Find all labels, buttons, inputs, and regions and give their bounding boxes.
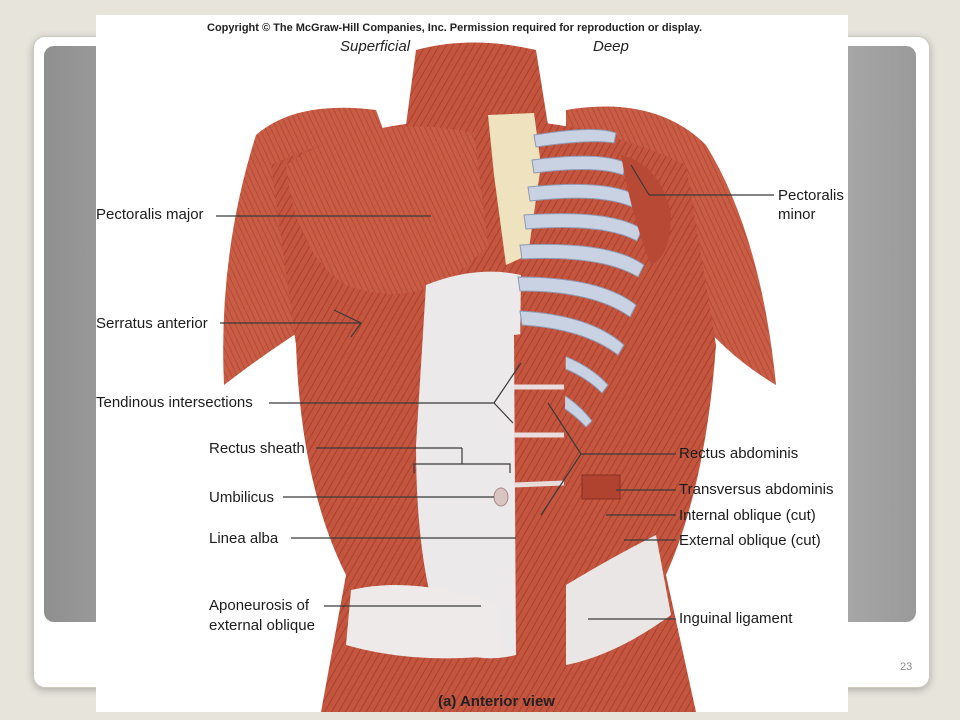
slide-number: 23 <box>900 661 913 673</box>
label-aponeurosis-line1: Aponeurosis of <box>209 597 310 614</box>
label-transversus-abdominis: Transversus abdominis <box>679 481 834 498</box>
label-rectus-abdominis: Rectus abdominis <box>679 445 799 462</box>
label-pectoralis-minor-line1: Pectoralis <box>778 187 844 204</box>
aponeurosis-region <box>416 271 521 659</box>
torso-illustration <box>216 42 776 712</box>
leader-lines <box>216 164 774 620</box>
label-aponeurosis-line2: external oblique <box>209 617 315 634</box>
label-inguinal-ligament: Inguinal ligament <box>679 610 793 627</box>
label-external-oblique: External oblique (cut) <box>679 532 821 549</box>
label-pectoralis-minor-line2: minor <box>778 206 816 223</box>
label-rectus-sheath: Rectus sheath <box>209 440 305 457</box>
anatomy-figure: Copyright © The McGraw-Hill Companies, I… <box>96 15 848 712</box>
figure-caption: (a) Anterior view <box>438 693 555 710</box>
label-tendinous-intersections: Tendinous intersections <box>96 394 253 411</box>
copyright-notice: Copyright © The McGraw-Hill Companies, I… <box>207 22 703 34</box>
deep-heading: Deep <box>593 38 629 55</box>
label-internal-oblique: Internal oblique (cut) <box>679 507 816 524</box>
aponeurosis-lower <box>346 585 501 659</box>
superficial-heading: Superficial <box>340 38 411 55</box>
right-aponeurosis <box>566 535 671 665</box>
label-pectoralis-major: Pectoralis major <box>96 206 204 223</box>
pectoralis-major-shape <box>286 126 488 294</box>
tendinous-intersection-lines <box>513 384 565 488</box>
pectoralis-minor-shape <box>621 155 671 265</box>
transversus-patch <box>581 474 621 500</box>
umbilicus-shape <box>493 487 509 507</box>
label-linea-alba: Linea alba <box>209 530 279 547</box>
rectus-abdominis-shape <box>514 333 566 660</box>
label-umbilicus: Umbilicus <box>209 489 275 506</box>
label-serratus-anterior: Serratus anterior <box>96 315 208 332</box>
